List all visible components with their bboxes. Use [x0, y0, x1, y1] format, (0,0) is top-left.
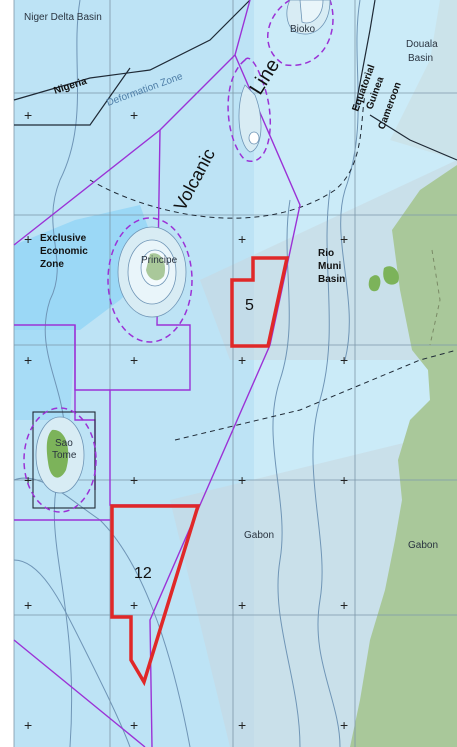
grid-marker: +	[238, 597, 246, 613]
boundary-nigeria	[13, 0, 251, 101]
island-bioko	[286, 0, 331, 35]
land-cameroon-shelf	[390, 0, 457, 160]
island-principe	[117, 226, 187, 318]
island-annobon-ridge	[238, 84, 262, 153]
label-douala-basin: Basin	[408, 53, 433, 64]
grid-marker: +	[130, 597, 138, 613]
label-gabon-offshore: Gabon	[244, 530, 274, 541]
label-tome: Tome	[52, 450, 77, 461]
label-eez-zone: Zone	[40, 259, 64, 270]
label-eez-economic: Economic	[40, 246, 88, 257]
land-gabon	[350, 165, 457, 747]
grid-marker: +	[24, 597, 32, 613]
sao-tome-land	[46, 429, 69, 478]
grid-marker: +	[130, 107, 138, 123]
contour-line	[340, 0, 361, 361]
grid-marker: +	[238, 352, 246, 368]
label-principe: Principe	[141, 255, 178, 266]
principe-land	[146, 253, 166, 281]
island-halos	[23, 0, 334, 513]
boundary-deformation	[14, 67, 131, 126]
grid-marker: +	[24, 352, 32, 368]
boundary-cameroon	[369, 114, 457, 161]
grid-marker: +	[340, 717, 348, 733]
grid	[13, 0, 457, 747]
grid-marker: +	[340, 231, 348, 247]
grid-marker: +	[340, 597, 348, 613]
grid-marker: +	[130, 717, 138, 733]
grid-marker: +	[24, 107, 32, 123]
contour-line	[44, 0, 81, 747]
grid-marker: +	[24, 231, 32, 247]
island-sao-tome	[35, 416, 85, 494]
block-5-outline	[230, 256, 290, 348]
label-block-12: 12	[134, 565, 152, 582]
grid-marker: +	[24, 472, 32, 488]
grid-marker: +	[130, 472, 138, 488]
label-rio: Rio	[318, 248, 334, 259]
grid-marker: +	[238, 231, 246, 247]
contour-line	[272, 199, 301, 747]
label-gabon-land: Gabon	[408, 540, 438, 551]
shelf-water	[14, 330, 75, 420]
label-block-5: 5	[245, 297, 254, 314]
grid-marker: +	[24, 717, 32, 733]
label-bioko: Bioko	[290, 24, 315, 35]
volcanic-line-dashed	[89, 94, 366, 219]
sao-tome-box	[32, 411, 96, 509]
grid-marker: +	[340, 352, 348, 368]
label-douala: Douala	[406, 39, 438, 50]
island-small	[383, 266, 399, 285]
shaded-band-north	[200, 160, 457, 360]
label-sao: Sao	[55, 438, 73, 449]
grid-marker: +	[130, 352, 138, 368]
grid-markers: + + + + + + + + + + + + + + + + + + + + …	[24, 107, 348, 733]
block-12-outline	[110, 504, 201, 687]
land-boundary-dashed	[429, 249, 441, 346]
contour-line	[312, 189, 341, 747]
island-small	[368, 275, 381, 292]
label-rio-muni-basin: Basin	[318, 274, 345, 285]
grid-marker: +	[238, 717, 246, 733]
grid-marker: +	[238, 472, 246, 488]
contour-line	[13, 559, 131, 747]
boundary-eq-guinea	[354, 0, 376, 111]
label-niger-delta: Niger Delta Basin	[24, 12, 102, 23]
label-muni: Muni	[318, 261, 342, 272]
grid-marker: +	[340, 472, 348, 488]
label-eez-exclusive: Exclusive	[40, 233, 87, 244]
dashed-boundary-south	[174, 349, 457, 441]
